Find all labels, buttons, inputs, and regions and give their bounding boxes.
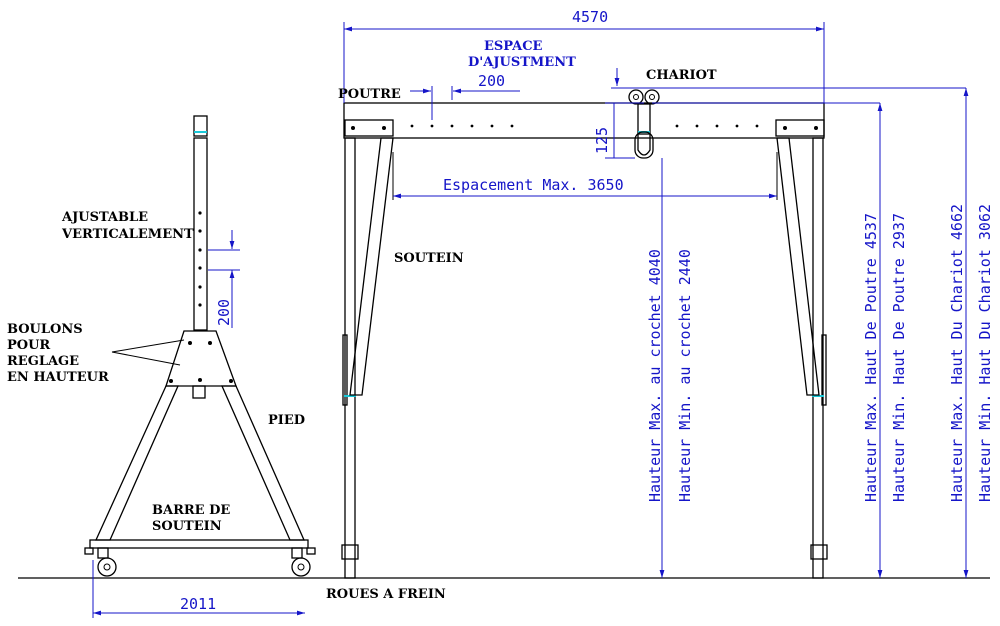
side-bracket-plate — [165, 330, 237, 387]
label-pour: POUR — [7, 338, 50, 353]
front-left-brace — [349, 137, 394, 396]
label-roues: ROUES A FREIN — [326, 587, 446, 602]
front-view — [341, 89, 828, 579]
side-right-leg — [221, 385, 305, 541]
label-chariot: CHARIOT — [646, 68, 717, 83]
dim-adjust-spacing: 200 — [478, 72, 505, 90]
side-view — [84, 115, 316, 618]
dim-hook-min: Hauteur Min. au crochet 2440 — [676, 249, 694, 502]
dim-trolley-max: Hauteur Max. Haut Du Chariot 4662 — [948, 204, 966, 502]
side-wheel-right — [291, 547, 316, 577]
front-beam — [343, 102, 825, 139]
label-barre-de: BARRE DE — [152, 503, 230, 518]
front-right-brace — [776, 137, 820, 396]
dim-beam-max: Hauteur Max. Haut De Poutre 4537 — [862, 213, 880, 502]
label-espace: ESPACE — [484, 39, 543, 54]
trolley — [628, 89, 660, 159]
label-verticalement: VERTICALEMENT — [61, 227, 194, 242]
side-post — [193, 137, 208, 331]
front-right-column — [812, 137, 824, 579]
label-en-hauteur: EN HAUTEUR — [7, 370, 109, 385]
label-boulons: BOULONS — [7, 322, 83, 337]
dim-vertical-step: 200 — [215, 299, 233, 326]
dim-hook-offset: 125 — [593, 127, 611, 154]
dim-overall-width: 4570 — [572, 8, 608, 26]
label-ajustment: D'AJUSTMENT — [468, 55, 576, 70]
label-pied: PIED — [268, 413, 305, 428]
label-soutein-bar: SOUTEIN — [152, 519, 222, 534]
side-wheel-left — [84, 547, 117, 577]
label-poutre: POUTRE — [338, 87, 401, 102]
side-base-bar — [89, 539, 309, 549]
dim-trolley-min: Hauteur Min. Haut Du Chariot 3062 — [976, 204, 994, 502]
dim-spacing-max: Espacement Max. 3650 — [443, 176, 624, 194]
dim-base-width: 2011 — [180, 595, 216, 613]
label-soutein: SOUTEIN — [394, 251, 464, 266]
label-reglage: REGLAGE — [7, 354, 79, 369]
dim-hook-max: Hauteur Max. au crochet 4040 — [646, 249, 664, 502]
label-ajustable: AJUSTABLE — [61, 210, 148, 225]
dim-beam-min: Hauteur Min. Haut De Poutre 2937 — [890, 213, 908, 502]
front-dimensions — [343, 22, 969, 578]
